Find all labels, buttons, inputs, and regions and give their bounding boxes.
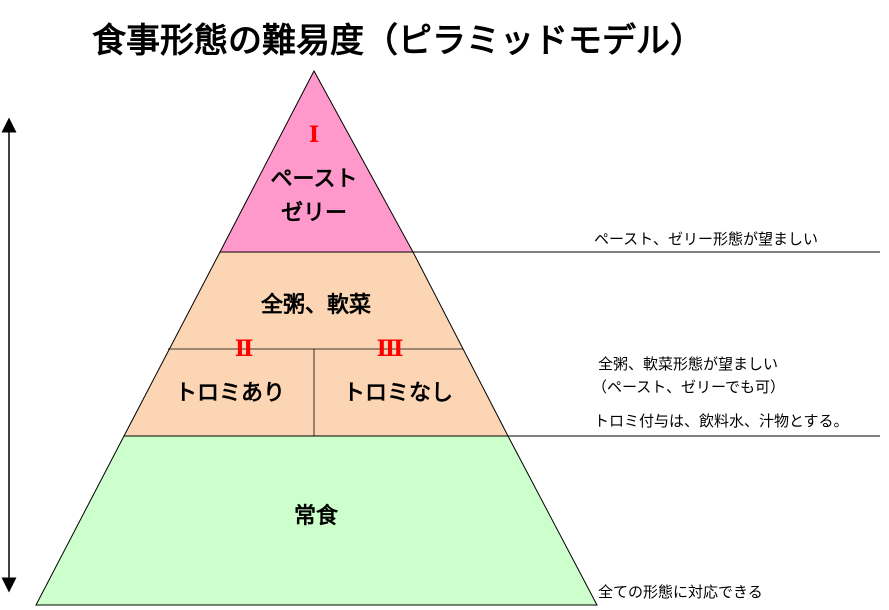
- middle-right-label: トロミなし: [343, 381, 453, 406]
- roman-numeral-1: Ⅰ: [309, 122, 319, 148]
- note-middle-line2: （ペースト、ゼリーでも可）: [592, 378, 785, 396]
- bottom-level-label: 常食: [294, 503, 339, 529]
- note-bottom: 全ての形態に対応できる: [598, 583, 763, 601]
- pyramid-bottom-band: [35, 435, 598, 606]
- top-level-label-line1: ペースト: [271, 167, 358, 192]
- diagram-title: 食事形態の難易度（ピラミッドモデル）: [92, 21, 704, 61]
- middle-level-label: 全粥、軟菜: [260, 292, 371, 318]
- note-middle-line3: トロミ付与は、飲料水、汁物とする。: [594, 412, 849, 430]
- top-level-label-line2: ゼリー: [281, 201, 347, 226]
- note-middle-line1: 全粥、軟菜形態が望ましい: [598, 355, 778, 373]
- roman-numeral-2: Ⅱ: [235, 336, 254, 362]
- middle-left-label: トロミあり: [175, 381, 285, 406]
- pyramid-middle-band: [123, 251, 509, 437]
- roman-numeral-3: Ⅲ: [377, 336, 404, 362]
- note-top: ペースト、ゼリー形態が望ましい: [594, 230, 818, 248]
